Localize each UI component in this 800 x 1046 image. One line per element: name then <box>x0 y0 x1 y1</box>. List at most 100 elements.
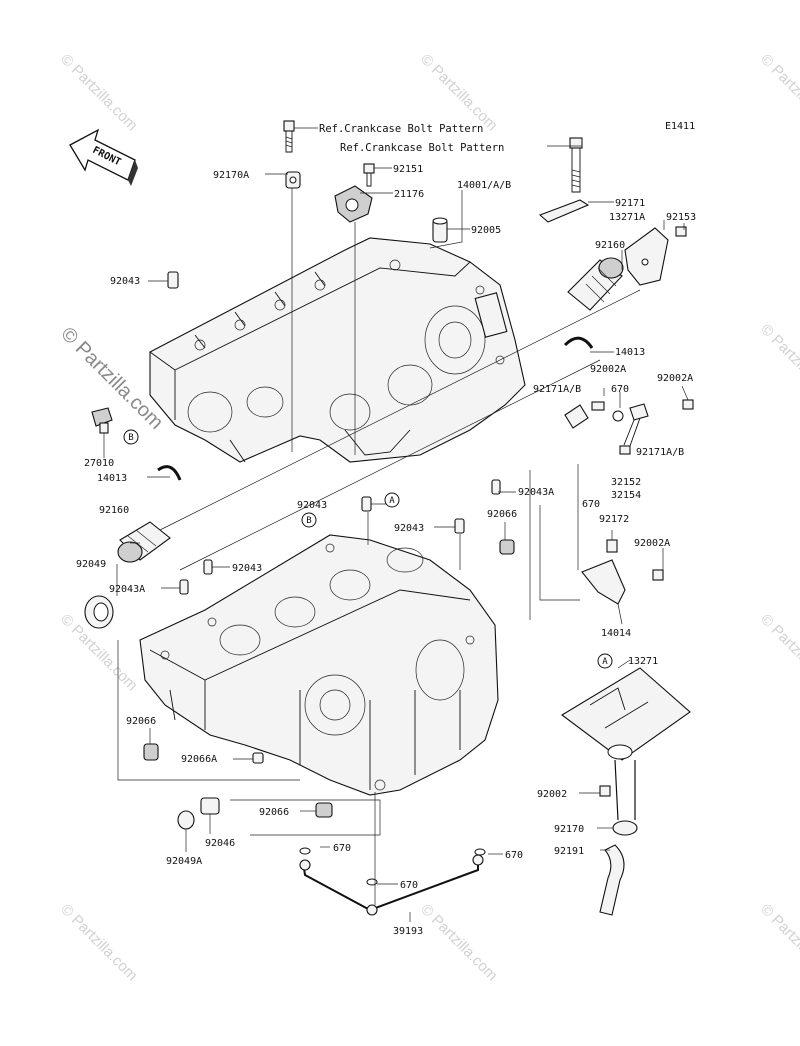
part-label: 92171A/B <box>533 384 581 395</box>
diagram-code: E1411 <box>665 121 695 132</box>
part-label: 92170A <box>213 170 249 181</box>
bracket-13271a <box>624 227 669 286</box>
part-label: 92170 <box>554 824 584 835</box>
fitting-92171ab-left <box>564 401 605 429</box>
part-label: 92066 <box>487 509 517 520</box>
crankcase-bolt-right <box>569 137 583 193</box>
watermark-layer: © Partzilla.com © Partzilla.com © Partzi… <box>56 51 800 984</box>
part-label: 27010 <box>84 458 114 469</box>
svg-text:A: A <box>389 496 395 506</box>
part-label: 92043 <box>232 563 262 574</box>
part-label: 92043 <box>110 276 140 287</box>
part-label: 39193 <box>393 926 423 937</box>
hose-92191 <box>599 759 636 916</box>
part-label: 14013 <box>615 347 645 358</box>
callout-b-1: B <box>123 429 139 445</box>
watermark: © Partzilla.com <box>57 901 140 984</box>
bearing-14013-left <box>157 465 182 481</box>
upper-crankcase <box>149 237 526 463</box>
part-label: 14001/A/B <box>457 180 511 191</box>
part-label: 92046 <box>205 838 235 849</box>
part-label: 14014 <box>601 628 631 639</box>
watermark: © Partzilla.com <box>757 611 800 694</box>
dowel-92043 <box>203 559 213 575</box>
plate-14014 <box>581 539 664 605</box>
part-label: 92151 <box>393 164 423 175</box>
callout-a-2: A <box>597 653 613 669</box>
part-label: 92171 <box>615 198 645 209</box>
front-arrow-icon: FRONT <box>69 128 138 186</box>
watermark: © Partzilla.com <box>57 51 140 134</box>
clamp-92170 <box>612 820 638 836</box>
plug-92066-right <box>499 539 515 555</box>
ref-crankcase-bolt-pattern: Ref.Crankcase Bolt Pattern <box>319 123 483 135</box>
part-label: 670 <box>611 384 629 395</box>
seal-92049a <box>177 810 195 830</box>
watermark: © Partzilla.com <box>757 321 800 404</box>
part-label: 92043 <box>394 523 424 534</box>
part-label: 92002A <box>634 538 670 549</box>
sleeve-92005 <box>432 217 448 243</box>
part-label: 92066 <box>259 807 289 818</box>
leader-lines <box>103 127 689 922</box>
part-label: 670 <box>333 843 351 854</box>
dowel-92043a <box>179 579 189 595</box>
bearing-92046 <box>200 797 220 815</box>
plug-92066a <box>252 752 264 764</box>
part-label: 92002A <box>590 364 626 375</box>
part-label: 92172 <box>599 514 629 525</box>
fitting-92171ab-right <box>612 399 694 455</box>
part-label: 21176 <box>394 189 424 200</box>
dowel-92043 <box>167 271 179 289</box>
bolt-92002 <box>599 785 611 797</box>
plate-92171 <box>538 199 590 223</box>
part-labels: Ref.Crankcase Bolt Pattern Ref.Crankcase… <box>76 123 696 937</box>
bolt-92151 <box>363 163 375 187</box>
part-label: 92066A <box>181 754 217 765</box>
ref-crankcase-bolt-pattern: Ref.Crankcase Bolt Pattern <box>340 142 504 154</box>
part-label: 92049A <box>166 856 202 867</box>
part-label: 92043 <box>297 500 327 511</box>
part-label: 92002A <box>657 373 693 384</box>
part-label: 92066 <box>126 716 156 727</box>
part-label: 670 <box>400 880 418 891</box>
shaft-92160-upper <box>567 257 624 311</box>
bolt-92153 <box>675 226 687 237</box>
svg-text:A: A <box>602 657 608 667</box>
watermark: © Partzilla.com <box>417 901 500 984</box>
part-label: 92002 <box>537 789 567 800</box>
part-label: 92005 <box>471 225 501 236</box>
watermark: © Partzilla.com <box>757 901 800 984</box>
pipe-39193 <box>299 847 486 916</box>
svg-text:B: B <box>128 433 133 443</box>
strainer-13271 <box>561 667 691 761</box>
part-label: 92191 <box>554 846 584 857</box>
part-label: 92043A <box>109 584 145 595</box>
dowel-92043 <box>454 518 465 534</box>
sensor-21176 <box>334 185 373 223</box>
part-label: 92043A <box>518 487 554 498</box>
watermark: © Partzilla.com <box>757 51 800 134</box>
part-label: 670 <box>582 499 600 510</box>
plug-92066-bottom <box>315 802 333 818</box>
part-label: 32154 <box>611 490 641 501</box>
svg-text:B: B <box>306 516 311 526</box>
part-label: 14013 <box>97 473 127 484</box>
switch-27010 <box>91 407 113 434</box>
part-label: 92049 <box>76 559 106 570</box>
lower-crankcase <box>139 534 499 796</box>
crankcase-bolt-left <box>283 120 295 153</box>
clamp-92170a <box>285 171 301 189</box>
plug-92066-left <box>143 743 159 761</box>
dowel-92043 <box>361 496 372 512</box>
part-label: 92153 <box>666 212 696 223</box>
part-label: 92160 <box>99 505 129 516</box>
part-label: 92171A/B <box>636 447 684 458</box>
part-label: 92160 <box>595 240 625 251</box>
callout-b-2: B <box>301 512 317 528</box>
watermark: © Partzilla.com <box>417 51 500 134</box>
part-label: 13271 <box>628 656 658 667</box>
part-label: 13271A <box>609 212 645 223</box>
bearing-14013-right <box>563 336 594 349</box>
